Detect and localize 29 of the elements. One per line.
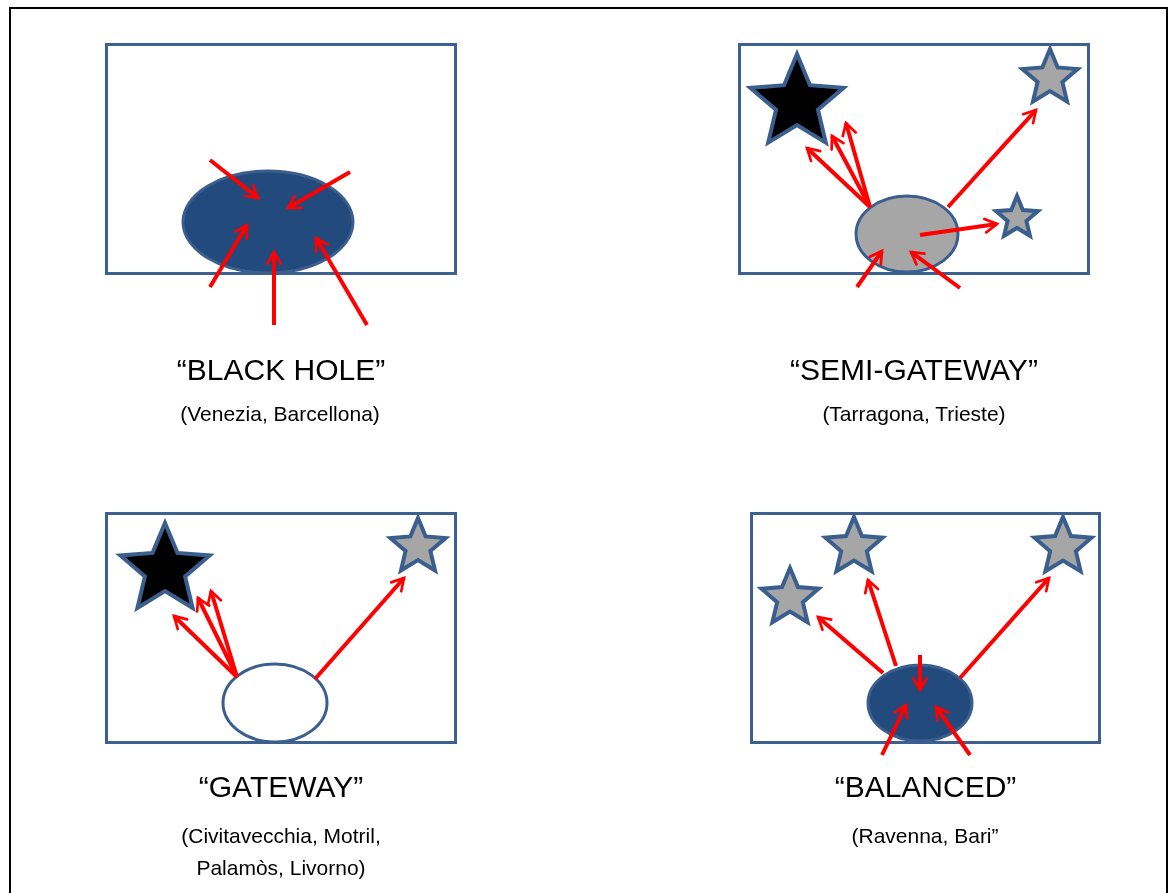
arrow (855, 249, 884, 289)
arrow (208, 223, 249, 289)
arrow (286, 170, 351, 210)
arrow (206, 589, 239, 678)
arrow (195, 596, 239, 678)
arrow (816, 615, 885, 675)
panel-title: “SEMI-GATEWAY” (789, 353, 1039, 387)
arrow (313, 576, 406, 681)
arrow (265, 250, 283, 325)
arrow (934, 705, 972, 757)
panel-title: “GATEWAY” (197, 770, 365, 804)
arrow (880, 703, 909, 756)
port-examples: (Tarragona, Trieste) (821, 401, 1007, 427)
arrow (805, 146, 872, 209)
arrow (958, 576, 1051, 680)
arrow (911, 655, 929, 692)
arrow (208, 158, 260, 200)
arrow (909, 250, 962, 290)
arrow (863, 578, 898, 667)
arrow (314, 236, 369, 326)
arrow (830, 134, 872, 208)
panel-title: “BALANCED” (833, 770, 1018, 804)
port-examples: (Venezia, Barcellona) (179, 401, 381, 427)
arrow (946, 108, 1038, 209)
port-examples: (Ravenna, Bari” (850, 823, 1000, 849)
panel-title: “BLACK HOLE” (175, 353, 387, 387)
arrow (919, 217, 999, 237)
arrow (841, 121, 872, 208)
port-examples: (Civitavecchia, Motril, Palamòs, Livorno) (180, 823, 382, 881)
